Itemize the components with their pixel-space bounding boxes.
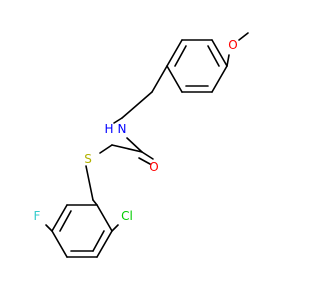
ring2-bond xyxy=(51,204,68,232)
bond-ch2-sulfur xyxy=(99,144,113,154)
ring1-bond xyxy=(166,39,183,67)
carbonyl-oxygen-label: O xyxy=(149,160,158,174)
chlorine-label: Cl xyxy=(121,209,133,223)
bond-ch2-nitrogen xyxy=(113,117,123,124)
ring2-bond xyxy=(96,204,113,232)
oxygen-methoxy-label: O xyxy=(228,38,237,52)
ring1-bond xyxy=(211,65,228,93)
bond-ch2-ch2 xyxy=(121,91,153,119)
bond-ring-fluorine xyxy=(45,224,53,232)
carbonyl-double-bond xyxy=(141,151,154,160)
bond-sulfur-ch2 xyxy=(85,165,94,201)
bond-ring-ch2 xyxy=(151,65,168,93)
fluorine-label: F xyxy=(34,209,41,223)
sulfur-label: S xyxy=(84,152,92,166)
bond-carbonyl-ch2 xyxy=(111,144,143,153)
ring2-inner-double-bond xyxy=(59,210,72,232)
ring1-inner-double-bond xyxy=(174,45,187,67)
ring2-bond xyxy=(51,230,68,258)
bond-oxygen-ring xyxy=(226,54,230,67)
ring1-inner-double-bond xyxy=(207,45,220,67)
amide-hydrogen-label: H xyxy=(104,122,113,136)
bond-methyl-oxygen xyxy=(238,32,249,41)
bond-nitrogen-carbonyl xyxy=(126,137,143,153)
ring1-bond xyxy=(166,65,183,93)
bond-ring-chlorine xyxy=(111,224,119,232)
ring2-inner-double-bond xyxy=(92,230,105,252)
nitrogen-label: N xyxy=(118,122,127,136)
bond-ch2-ring xyxy=(92,199,98,206)
molecule-structure: O N H O S F Cl xyxy=(34,32,249,258)
ring1-bond xyxy=(211,39,228,67)
ring2-bond xyxy=(96,230,113,258)
carbonyl-double-bond xyxy=(138,157,151,165)
